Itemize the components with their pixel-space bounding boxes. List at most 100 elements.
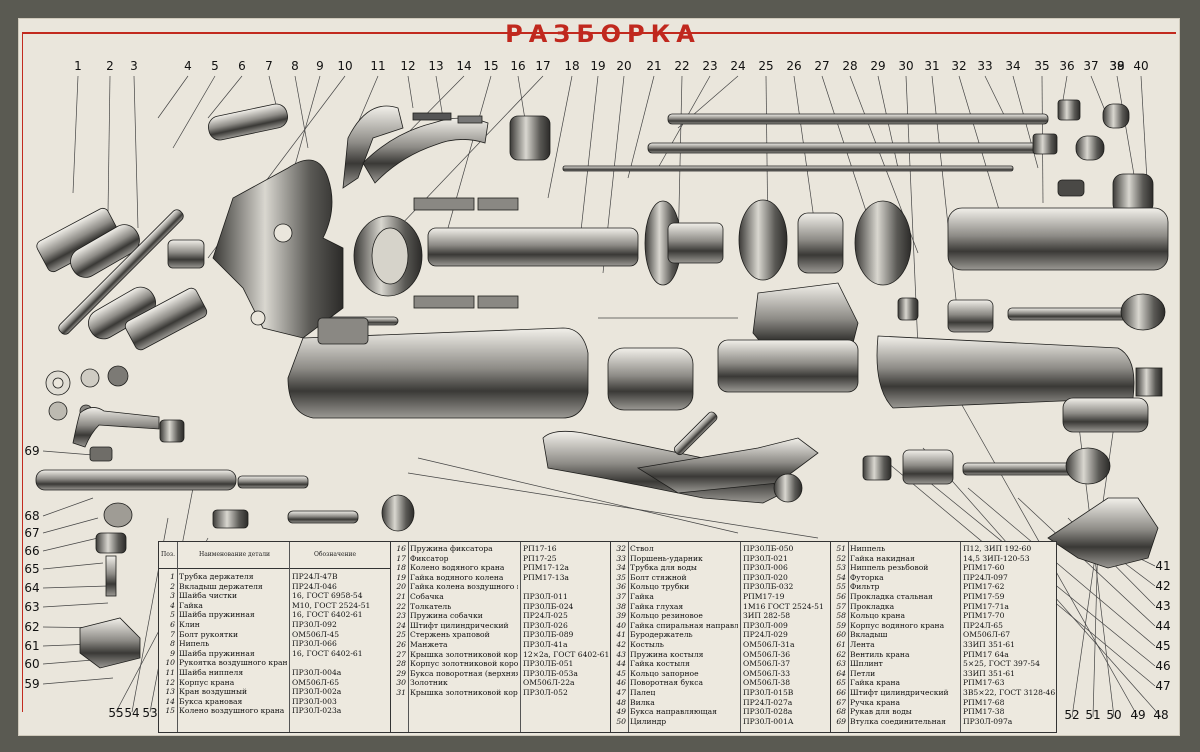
part-designation: РПМ17-19 (743, 592, 785, 601)
callout-50: 50 (1106, 708, 1122, 722)
part-number: 4 (170, 600, 175, 610)
callout-43: 43 (1155, 599, 1171, 613)
poster-title: РАЗБОРКА (505, 20, 701, 48)
part-designation: РПМ17-60 (963, 563, 1005, 573)
callout-36: 36 (1059, 59, 1075, 73)
callout-32: 32 (951, 59, 967, 73)
callout-20: 20 (616, 59, 632, 73)
callout-4: 4 (184, 59, 192, 73)
part-name: Поршень-ударник (630, 553, 703, 563)
part-name: Шайба пружинная (179, 610, 255, 620)
part-number: 61 (836, 640, 846, 649)
part-number: 34 (616, 563, 626, 573)
part-number: 11 (165, 668, 175, 677)
part-designation: РПМ17-63 (963, 678, 1005, 688)
part-designation: РП17-25 (523, 553, 557, 563)
part-name: Фильтр (850, 582, 880, 592)
part-number: 68 (836, 707, 846, 717)
part-number: 30 (396, 678, 406, 688)
part-number: 42 (616, 640, 626, 649)
part-designation: РПМ17-68 (963, 697, 1005, 707)
part-name: Корпус водяного крана (850, 620, 945, 630)
part-number: 19 (396, 572, 406, 582)
callout-37: 37 (1083, 59, 1099, 73)
part-designation: 14,5 ЗИП-120-53 (963, 553, 1030, 563)
callout-51: 51 (1085, 708, 1101, 722)
part-designation: ПР30Л-092 (292, 620, 337, 629)
part-name: Пружина костыля (630, 649, 704, 659)
part-name: Золотник (410, 678, 448, 688)
part-name: Штифт цилиндрический (410, 620, 509, 630)
part-name: Лента (850, 640, 875, 649)
part-designation: ПР30Л-020 (743, 572, 788, 582)
callout-54: 54 (124, 706, 140, 720)
callout-68: 68 (24, 509, 40, 523)
callout-44: 44 (1155, 619, 1171, 633)
part-name: Крышка золотниковой коробки нижняя (410, 688, 518, 697)
part-number: 7 (170, 629, 175, 639)
part-designation: РП17-16 (523, 544, 557, 553)
part-number: 3 (170, 591, 175, 601)
callout-25: 25 (758, 59, 774, 73)
part-designation: ПР24Л-029 (743, 630, 788, 640)
callout-38: 38 (1109, 59, 1125, 73)
part-designation: 1М16 ГОСТ 2524-51 (743, 601, 824, 611)
callout-28: 28 (842, 59, 858, 73)
part-designation: П12, ЗИП 192-60 (963, 544, 1032, 553)
callout-27: 27 (814, 59, 830, 73)
callout-45: 45 (1155, 639, 1171, 653)
callout-59: 59 (24, 677, 40, 691)
callout-64: 64 (24, 581, 40, 595)
part-name: Кольцо крана (850, 611, 905, 621)
callout-33: 33 (977, 59, 993, 73)
part-name: Клин (179, 620, 200, 629)
part-name: Нипель (179, 639, 210, 649)
callout-61: 61 (24, 639, 40, 653)
part-designation: 5×25, ГОСТ 397-54 (963, 659, 1040, 669)
part-name: Ручка крана (850, 697, 901, 707)
callout-63: 63 (24, 600, 40, 614)
part-number: 56 (836, 592, 846, 601)
part-number: 5 (170, 610, 175, 620)
part-designation: ПР30Л-002а (292, 687, 342, 697)
part-number: 26 (396, 640, 406, 649)
part-number: 46 (616, 678, 626, 688)
part-designation: ОМ506Л-31а (743, 640, 795, 649)
part-name: Ниппель (850, 544, 886, 553)
part-designation: ОМ506Л-36 (743, 649, 791, 659)
part-number: 29 (396, 668, 406, 678)
part-number: 28 (396, 659, 406, 669)
callout-5: 5 (211, 59, 219, 73)
callout-21: 21 (646, 59, 662, 73)
callout-53: 53 (142, 706, 158, 720)
